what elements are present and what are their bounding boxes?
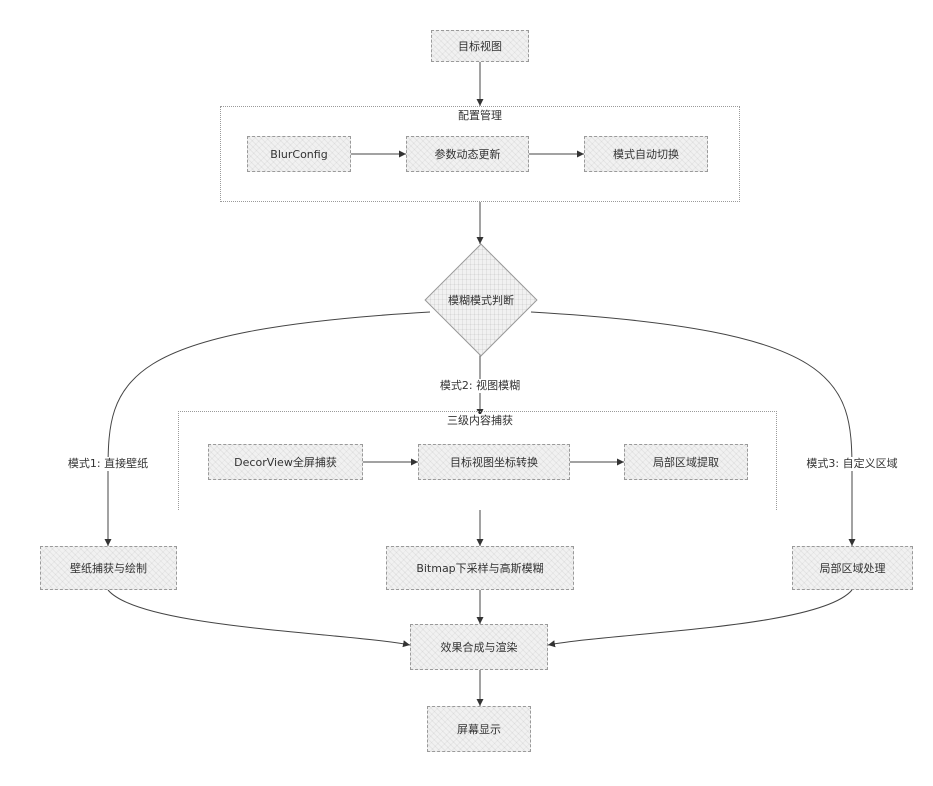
node-region-crop: 局部区域提取 — [624, 444, 748, 480]
capture-group-title: 三级内容捕获 — [444, 414, 516, 428]
node-decision: 模糊模式判断 — [425, 244, 537, 356]
edge-wallpaper-to-compose — [108, 590, 410, 645]
edge-label-mode3: 模式3: 自定义区域 — [803, 457, 900, 471]
node-param-update: 参数动态更新 — [406, 136, 529, 172]
node-mode-switch: 模式自动切换 — [584, 136, 708, 172]
node-blur-config: BlurConfig — [247, 136, 351, 172]
decision-label: 模糊模式判断 — [425, 244, 537, 356]
edge-label-mode1: 模式1: 直接壁纸 — [65, 457, 151, 471]
node-local-process: 局部区域处理 — [792, 546, 913, 590]
node-target-view: 目标视图 — [431, 30, 529, 62]
node-coord-transform: 目标视图坐标转换 — [418, 444, 570, 480]
config-group-title: 配置管理 — [455, 109, 505, 123]
edge-label-mode2: 模式2: 视图模糊 — [437, 379, 523, 393]
node-wallpaper-draw: 壁纸捕获与绘制 — [40, 546, 177, 590]
node-compose-render: 效果合成与渲染 — [410, 624, 548, 670]
node-bitmap-blur: Bitmap下采样与高斯模糊 — [386, 546, 574, 590]
node-decor-capture: DecorView全屏捕获 — [208, 444, 363, 480]
edge-local-to-compose — [548, 590, 852, 645]
node-screen-display: 屏幕显示 — [427, 706, 531, 752]
